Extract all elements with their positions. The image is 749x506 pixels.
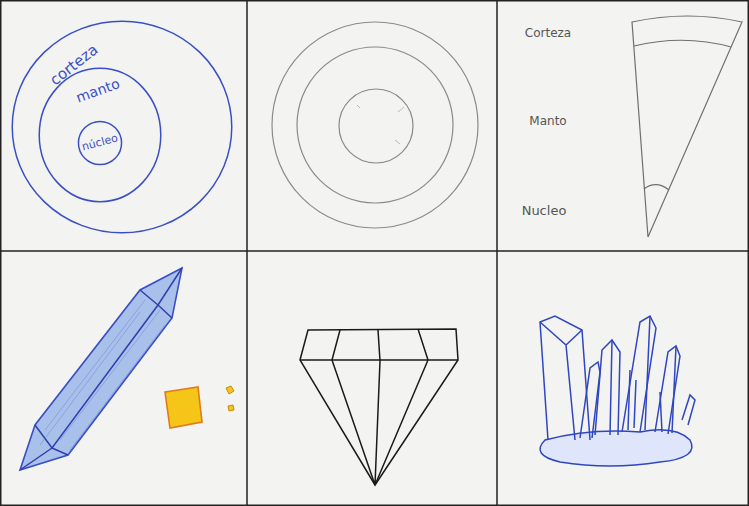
layer-name: manto: [74, 76, 122, 106]
crystal-cluster: [540, 316, 695, 466]
quartz-crystal: [20, 268, 182, 470]
layer-label: Manto: [529, 115, 566, 128]
earth-circles: [272, 22, 478, 228]
earth-wedge: [632, 16, 742, 237]
layer-name: corteza: [47, 41, 101, 88]
layer-ring: cortezamanto núcleo: [10, 19, 234, 235]
core-circle: núcleo: [78, 121, 122, 165]
diamond: [300, 329, 458, 485]
pyrite-cube: [165, 386, 234, 428]
ring-outline: [10, 19, 234, 235]
layer-ring: manto núcleo: [38, 67, 162, 203]
layer-label: Corteza: [525, 27, 571, 40]
layer-label: Nucleo: [522, 204, 567, 218]
layer-name: núcleo: [81, 132, 119, 153]
